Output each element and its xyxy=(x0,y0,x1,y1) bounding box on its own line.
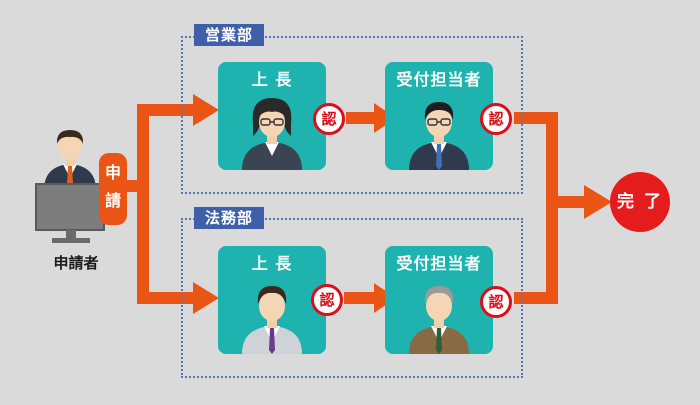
approval-stamp: 認 xyxy=(480,103,512,135)
card-title: 上 長 xyxy=(251,70,293,89)
card-sales-boss: 上 長 xyxy=(218,62,326,170)
arrow-head-complete xyxy=(584,185,612,219)
arrow-upper-mid xyxy=(346,112,376,124)
arrow-merge-upper xyxy=(546,112,558,204)
apply-badge-char: 申 xyxy=(104,163,121,182)
arrow-to-complete xyxy=(546,196,586,208)
arrow-merge-lower xyxy=(546,202,558,304)
group-label-sales: 営業部 xyxy=(194,24,264,46)
arrow-lower-mid xyxy=(344,292,376,304)
approval-stamp: 認 xyxy=(313,103,345,135)
group-box-legal xyxy=(181,218,523,378)
arrow-branch-lower xyxy=(137,292,195,304)
group-box-sales xyxy=(181,36,523,194)
senior-man-avatar-icon xyxy=(409,286,469,354)
card-title: 受付担当者 xyxy=(396,254,482,273)
card-legal-receptionist: 受付担当者 xyxy=(385,246,493,354)
arrow-head-upper xyxy=(193,94,219,126)
card-legal-boss: 上 長 xyxy=(218,246,326,354)
group-label-legal: 法務部 xyxy=(194,207,264,229)
card-title: 受付担当者 xyxy=(396,70,482,89)
applicant-at-computer-icon xyxy=(35,130,105,243)
apply-badge-char: 請 xyxy=(104,191,121,210)
apply-badge: 申 請 xyxy=(99,153,127,225)
arrow-trunk xyxy=(137,104,149,304)
complete-circle: 完 了 xyxy=(610,172,670,232)
card-sales-receptionist: 受付担当者 xyxy=(385,62,493,170)
woman-avatar-icon xyxy=(242,98,302,170)
arrow-branch-upper xyxy=(137,104,195,116)
arrow-head-lower xyxy=(193,282,219,314)
man-avatar-icon xyxy=(409,102,469,170)
applicant-label: 申請者 xyxy=(53,254,99,272)
man-avatar-icon xyxy=(242,286,302,354)
approval-stamp: 認 xyxy=(311,284,343,316)
approval-stamp: 認 xyxy=(480,286,512,318)
card-title: 上 長 xyxy=(251,254,293,273)
